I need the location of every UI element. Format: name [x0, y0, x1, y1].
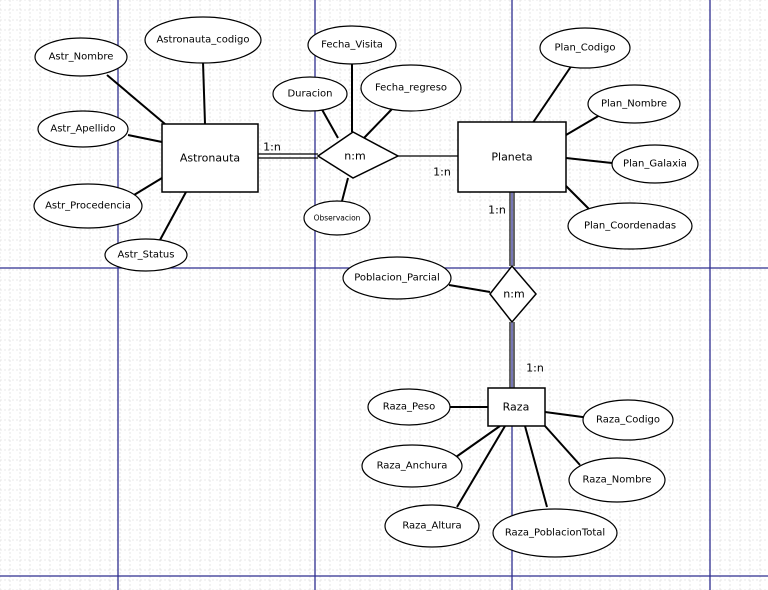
entity-label: Planeta [491, 151, 532, 164]
attribute-fecha-regreso[interactable]: Fecha_regreso [360, 64, 462, 112]
attribute-label: Plan_Nombre [601, 99, 667, 110]
attribute-label: Plan_Coordenadas [584, 221, 676, 232]
attribute-plan-coordenadas[interactable]: Plan_Coordenadas [567, 202, 693, 250]
attribute-label: Raza_Codigo [596, 415, 660, 426]
attribute-label: Raza_Anchura [377, 461, 448, 472]
attribute-poblacion-parcial[interactable]: Poblacion_Parcial [342, 256, 452, 300]
attribute-label: Plan_Codigo [555, 43, 616, 54]
attribute-plan-galaxia[interactable]: Plan_Galaxia [611, 144, 699, 184]
attribute-astr-procedencia[interactable]: Astr_Procedencia [33, 183, 143, 229]
entity-astronauta[interactable]: Astronauta [161, 123, 259, 193]
relationship-label: n:m [503, 288, 524, 301]
relationship-poblacion[interactable]: n:m [489, 264, 537, 324]
attribute-label: Raza_Peso [383, 402, 435, 413]
entity-label: Raza [503, 401, 530, 414]
attribute-fecha-visita[interactable]: Fecha_Visita [307, 25, 397, 65]
attribute-astr-nombre[interactable]: Astr_Nombre [34, 37, 128, 77]
cardinality-raza-poblacion: 1:n [526, 362, 544, 375]
attribute-astronauta-codigo[interactable]: Astronauta_codigo [144, 16, 262, 64]
attribute-label: Astr_Apellido [50, 124, 115, 135]
attribute-label: Astr_Status [118, 250, 175, 261]
attribute-plan-nombre[interactable]: Plan_Nombre [587, 84, 681, 124]
connector-lines [106, 61, 613, 508]
attribute-label: Fecha_Visita [321, 40, 383, 51]
attribute-astr-status[interactable]: Astr_Status [104, 238, 188, 272]
attribute-label: Fecha_regreso [375, 83, 447, 94]
attribute-label: Observacion [314, 214, 361, 223]
attribute-label: Astr_Nombre [49, 52, 114, 63]
attribute-label: Plan_Galaxia [623, 159, 687, 170]
attribute-label: Duracion [287, 89, 332, 100]
attribute-label: Astr_Procedencia [45, 201, 131, 212]
attribute-label: Astronauta_codigo [156, 35, 249, 46]
attribute-duracion[interactable]: Duracion [272, 76, 348, 112]
attribute-label: Raza_PoblacionTotal [505, 528, 605, 539]
attribute-label: Raza_Altura [402, 521, 461, 532]
attribute-astr-apellido[interactable]: Astr_Apellido [37, 110, 129, 148]
cardinality-planeta-visita: 1:n [433, 166, 451, 179]
attribute-raza-poblacion-total[interactable]: Raza_PoblacionTotal [492, 508, 618, 558]
attribute-raza-peso[interactable]: Raza_Peso [367, 388, 451, 426]
relationship-label: n:m [344, 150, 365, 163]
attribute-raza-altura[interactable]: Raza_Altura [384, 504, 480, 548]
attribute-raza-codigo[interactable]: Raza_Codigo [582, 399, 674, 441]
attribute-label: Poblacion_Parcial [354, 273, 440, 284]
attribute-observacion[interactable]: Observacion [303, 200, 371, 236]
attribute-raza-nombre[interactable]: Raza_Nombre [568, 457, 666, 503]
entity-label: Astronauta [180, 152, 240, 165]
relationship-visita[interactable]: n:m [316, 131, 400, 179]
cardinality-astronauta-visita: 1:n [263, 141, 281, 154]
cardinality-planeta-poblacion: 1:n [488, 204, 506, 217]
entity-planeta[interactable]: Planeta [457, 121, 567, 193]
attribute-label: Raza_Nombre [583, 475, 652, 486]
attribute-raza-anchura[interactable]: Raza_Anchura [361, 444, 463, 488]
attribute-plan-codigo[interactable]: Plan_Codigo [539, 27, 631, 69]
entity-raza[interactable]: Raza [487, 387, 546, 427]
